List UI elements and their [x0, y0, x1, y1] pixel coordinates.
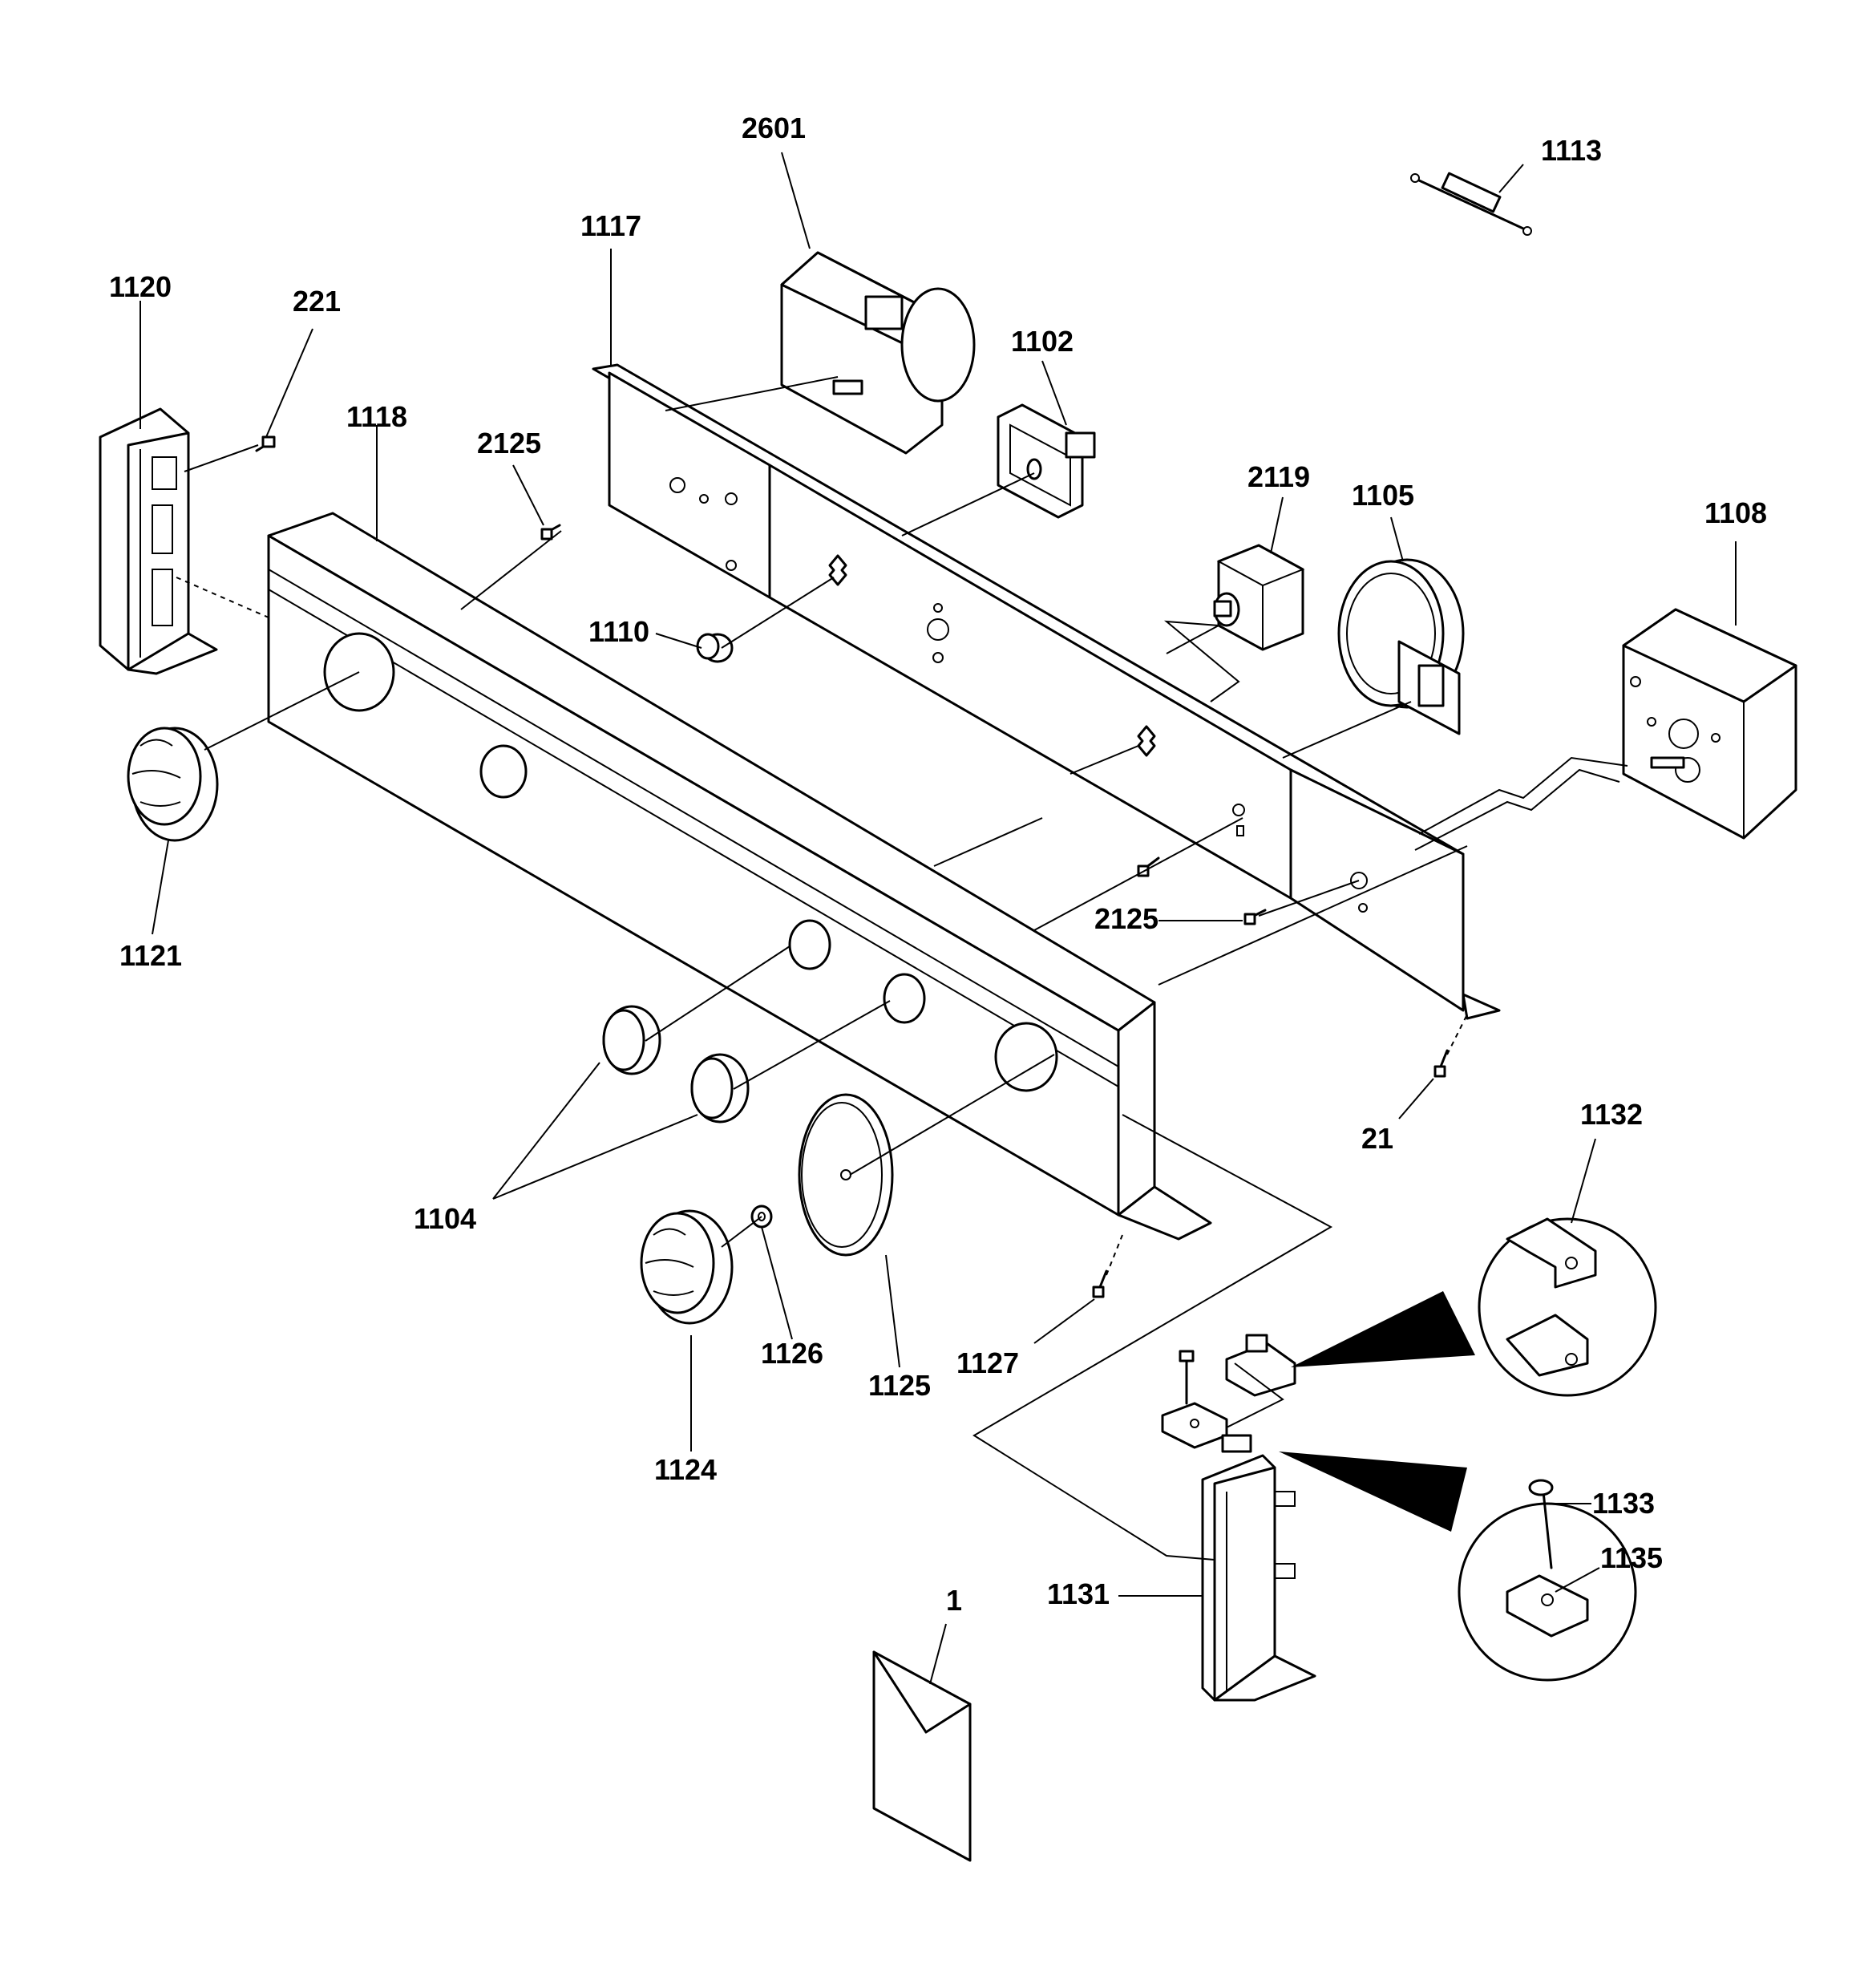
label-1117: 1117 [580, 209, 641, 242]
label-1132: 1132 [1580, 1098, 1643, 1131]
motor-1105 [1337, 558, 1465, 735]
label-1: 1 [946, 1584, 962, 1617]
timer-2601 [780, 251, 976, 455]
detail-callout-1133-1135 [1279, 1452, 1637, 1682]
label-221: 221 [293, 285, 341, 318]
label-1110: 1110 [588, 615, 649, 648]
label-2125-right: 2125 [1094, 902, 1158, 935]
screws [255, 435, 1449, 1298]
dial-1125 [798, 1093, 894, 1257]
literature-packet-1 [872, 1650, 972, 1862]
label-1131: 1131 [1047, 1577, 1110, 1610]
label-1104: 1104 [414, 1202, 476, 1235]
label-1105: 1105 [1352, 479, 1414, 512]
label-1120: 1120 [109, 270, 172, 303]
label-2125-left: 2125 [477, 427, 541, 460]
label-2119: 2119 [1247, 460, 1310, 493]
label-1102: 1102 [1011, 325, 1074, 358]
bracket-1117 [592, 363, 1501, 1020]
label-1127: 1127 [956, 1346, 1019, 1379]
label-1126: 1126 [761, 1337, 823, 1370]
clip-1132-small [1225, 1334, 1296, 1397]
end-cap-1131 [1201, 1454, 1316, 1702]
label-21: 21 [1361, 1122, 1393, 1155]
knobs-1104 [602, 1005, 750, 1124]
label-2601: 2601 [742, 111, 806, 144]
switch-1102 [997, 403, 1096, 519]
label-1125: 1125 [868, 1369, 931, 1402]
label-1113: 1113 [1541, 134, 1602, 167]
label-1124: 1124 [654, 1453, 717, 1486]
label-1135: 1135 [1600, 1541, 1663, 1574]
label-1121: 1121 [119, 939, 182, 972]
clip-1135-small [1161, 1350, 1252, 1453]
knob-1124 [640, 1209, 734, 1325]
end-cap-1120 [99, 407, 218, 675]
fuse-1113 [1410, 172, 1532, 236]
control-panel-1118 [267, 512, 1212, 1241]
label-1118: 1118 [346, 400, 407, 433]
part-labels: 2601 1117 1120 221 1118 2125 1102 2119 1… [109, 111, 1767, 1685]
assembly-lines [176, 376, 1628, 1561]
bushing-1110 [696, 633, 734, 663]
label-1108: 1108 [1704, 496, 1767, 529]
switch-2119 [1213, 544, 1305, 651]
label-1133: 1133 [1592, 1487, 1655, 1520]
knob-1121 [127, 727, 219, 842]
detail-callout-1132 [1291, 1217, 1657, 1397]
timer-1108 [1622, 608, 1797, 840]
